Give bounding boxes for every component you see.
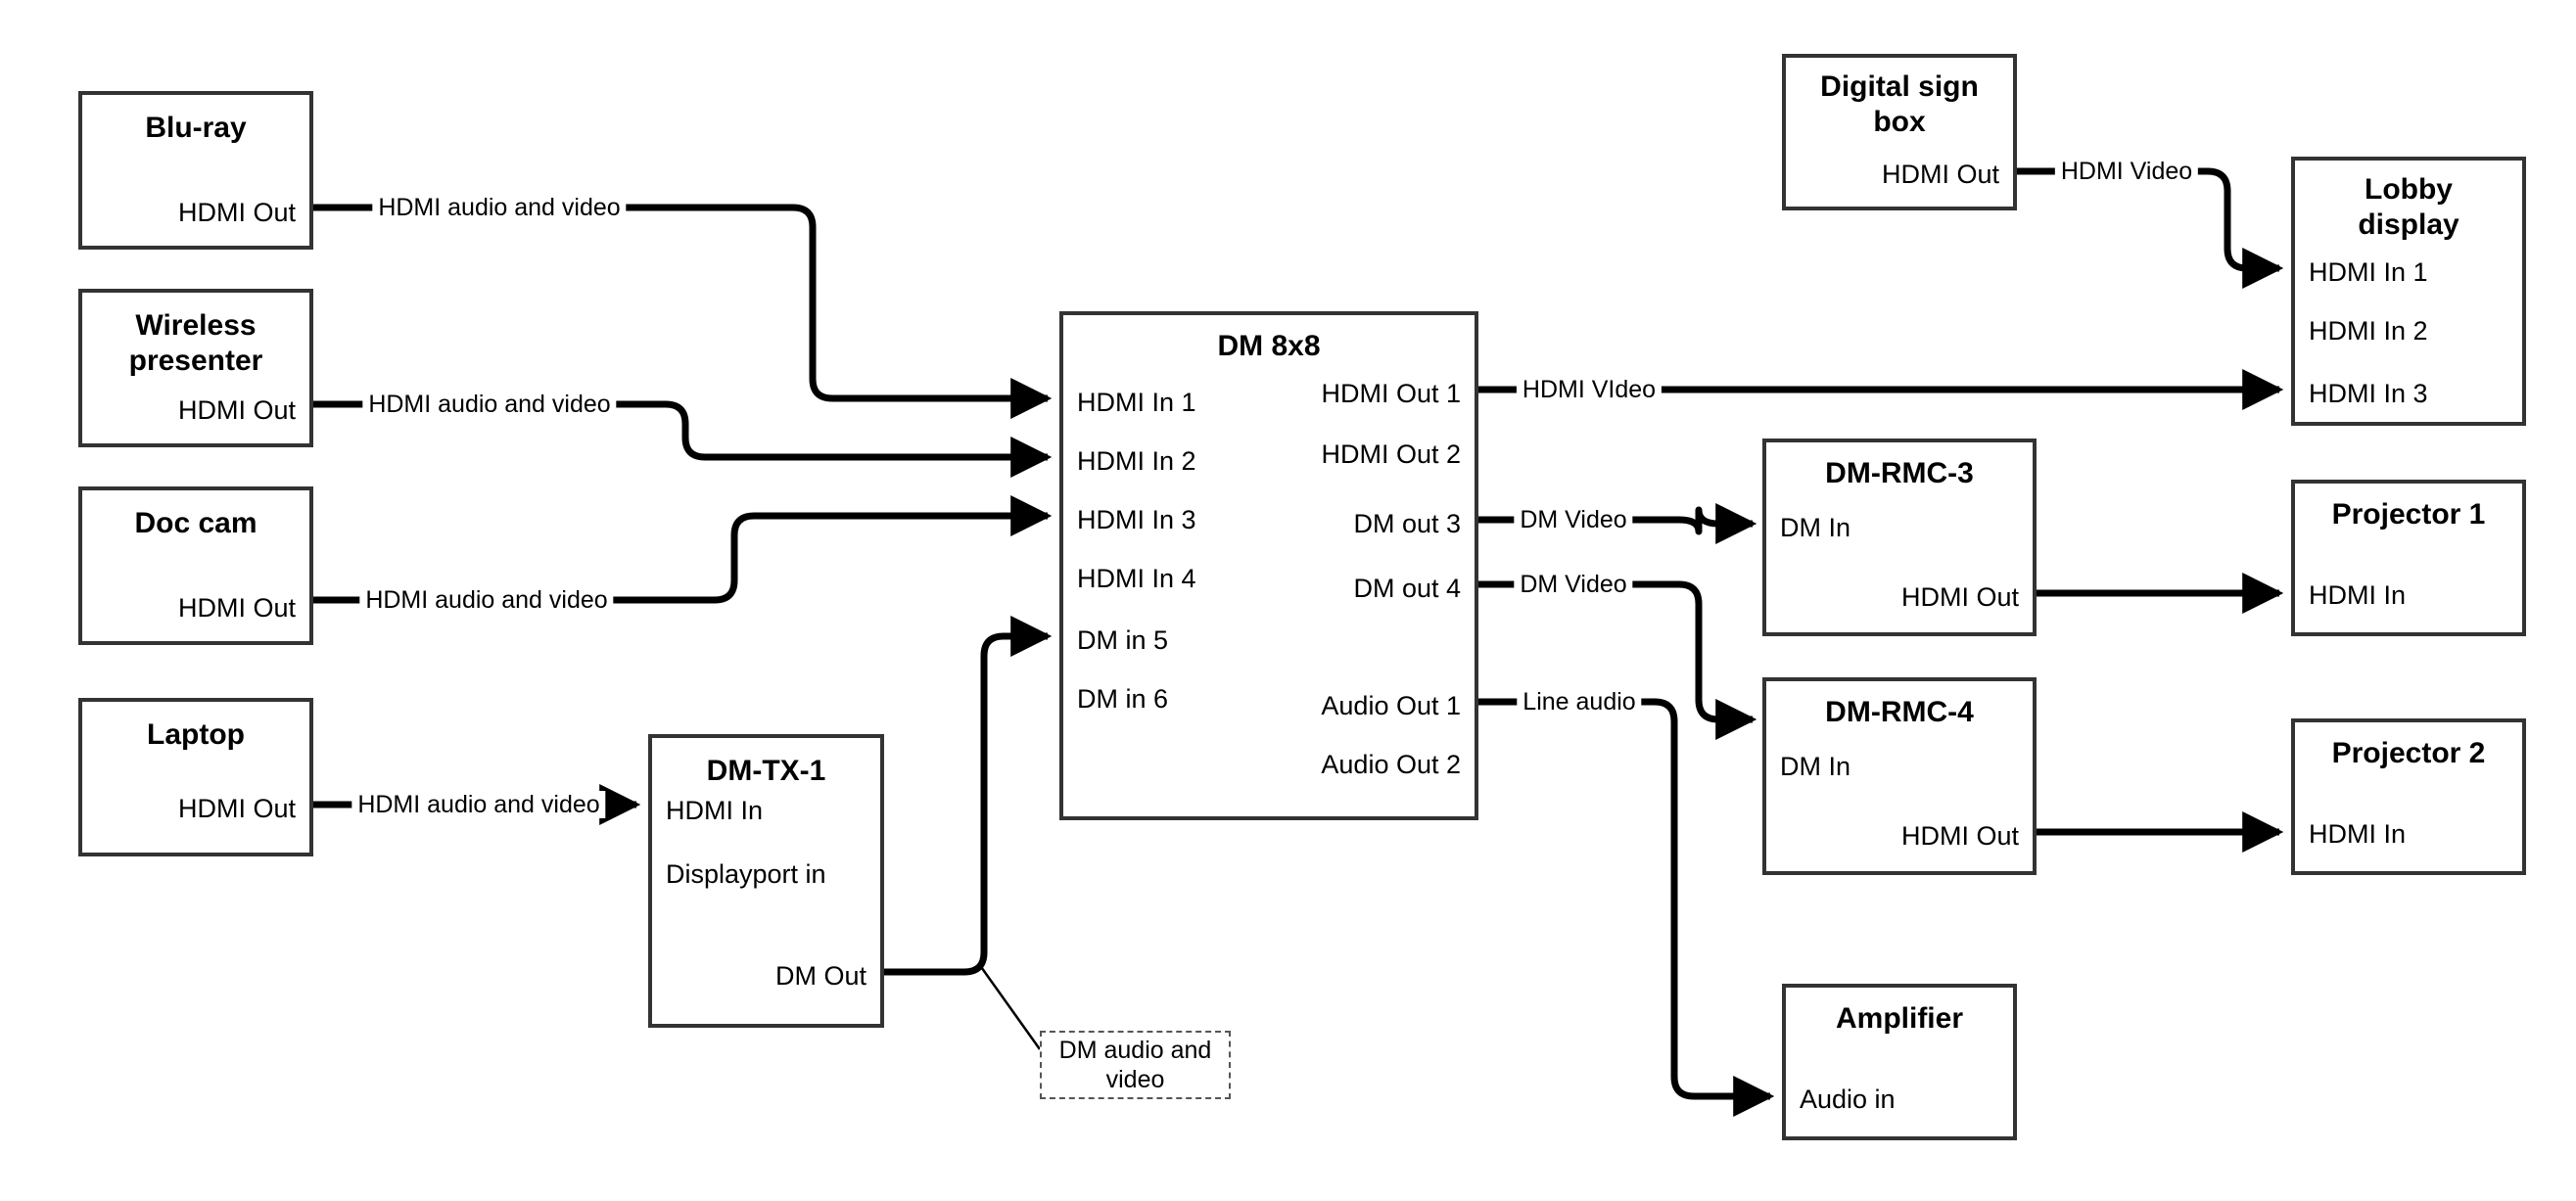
edge-label-wireless-to-dm: HDMI audio and video [362, 391, 617, 418]
node-dm-rmc-3-title: DM-RMC-3 [1825, 457, 1974, 489]
node-amplifier[interactable]: Amplifier Audio in [1782, 984, 2017, 1140]
callout-dm-audio-and-video: DM audio and video [1040, 1031, 1231, 1099]
node-dm-8x8-port-audio-out-2: Audio Out 2 [1321, 750, 1461, 779]
node-doc-cam[interactable]: Doc cam HDMI Out [78, 486, 313, 645]
node-dm-8x8-port-hdmi-in-4: HDMI In 4 [1077, 564, 1196, 593]
edge-label-dm-out1-to-lobby: HDMI VIdeo [1516, 376, 1663, 403]
node-dm-rmc-4-port-dm-in: DM In [1780, 752, 1851, 781]
node-dm-rmc-4-port-hdmi-out: HDMI Out [1900, 821, 2019, 851]
callout-leader-line [977, 963, 1042, 1050]
node-doc-cam-title: Doc cam [134, 507, 258, 539]
wire-dm-audioout1-to-amp [1478, 698, 1775, 1117]
wire-dm-out4-to-rmc4 [1478, 580, 1757, 740]
node-dm-8x8-port-hdmi-in-2: HDMI In 2 [1077, 446, 1196, 476]
node-laptop-title: Laptop [147, 718, 245, 751]
wire-bluray-to-dm-in1 [313, 204, 1053, 419]
node-amplifier-title: Amplifier [1835, 1002, 1964, 1035]
edge-label-laptop-to-dmtx1: HDMI audio and video [351, 791, 606, 818]
node-projector-2[interactable]: Projector 2 HDMI In [2291, 718, 2526, 875]
node-digital-sign-box[interactable]: Digital sign box HDMI Out [1782, 54, 2017, 210]
node-projector-2-title: Projector 2 [2331, 737, 2486, 769]
node-wireless-presenter-title: Wireless presenter [128, 309, 263, 377]
node-dm-rmc-4[interactable]: DM-RMC-4 DM In HDMI Out [1762, 677, 2037, 875]
node-dm-8x8[interactable]: DM 8x8 HDMI In 1 HDMI In 2 HDMI In 3 HDM… [1059, 311, 1478, 820]
node-dm-8x8-port-dm-in-5: DM in 5 [1077, 625, 1169, 655]
node-bluray-title: Blu-ray [145, 112, 247, 144]
edge-label-sign-to-lobby: HDMI Video [2054, 158, 2199, 185]
node-bluray-port-hdmi-out: HDMI Out [177, 198, 296, 227]
node-dm-rmc-3-port-dm-in: DM In [1780, 513, 1851, 542]
node-dm-8x8-port-hdmi-in-1: HDMI In 1 [1077, 388, 1196, 417]
node-lobby-display-port-hdmi-in-2: HDMI In 2 [2309, 316, 2428, 346]
node-projector-1-title: Projector 1 [2331, 498, 2486, 531]
node-dm-8x8-port-hdmi-in-3: HDMI In 3 [1077, 505, 1196, 534]
edge-label-dm-out4-to-rmc4: DM Video [1514, 571, 1633, 598]
node-dm-8x8-port-hdmi-out-2: HDMI Out 2 [1321, 439, 1461, 469]
edge-label-dm-out3-to-rmc3: DM Video [1514, 506, 1633, 533]
node-wireless-presenter[interactable]: Wireless presenter HDMI Out [78, 289, 313, 447]
node-wireless-presenter-port-hdmi-out: HDMI Out [177, 395, 296, 425]
node-dm-tx-1-port-hdmi-in: HDMI In [666, 796, 764, 825]
node-digital-sign-box-title: Digital sign box [1820, 70, 1979, 138]
edge-label-bluray-to-dm: HDMI audio and video [372, 194, 627, 221]
edge-label-doccam-to-dm: HDMI audio and video [359, 586, 614, 614]
node-dm-8x8-title: DM 8x8 [1217, 330, 1321, 362]
node-dm-8x8-port-hdmi-out-1: HDMI Out 1 [1321, 379, 1461, 408]
node-dm-tx-1[interactable]: DM-TX-1 HDMI In Displayport in DM Out [648, 734, 884, 1028]
wire-doccam-to-dm-in3 [313, 495, 1053, 604]
wire-wireless-to-dm-in2 [313, 400, 1053, 478]
node-dm-tx-1-title: DM-TX-1 [706, 755, 826, 787]
node-dm-rmc-3-port-hdmi-out: HDMI Out [1900, 582, 2019, 612]
node-dm-8x8-port-audio-out-1: Audio Out 1 [1321, 691, 1461, 720]
node-dm-tx-1-port-displayport-in: Displayport in [666, 859, 826, 889]
node-lobby-display[interactable]: Lobby display HDMI In 1 HDMI In 2 HDMI I… [2291, 157, 2526, 426]
node-dm-8x8-port-dm-out-3: DM out 3 [1353, 509, 1461, 538]
node-lobby-display-port-hdmi-in-3: HDMI In 3 [2309, 379, 2428, 408]
edge-label-dm-audioout1-to-amp: Line audio [1517, 688, 1642, 716]
wire-sign-to-lobby-in1 [2017, 167, 2284, 289]
node-dm-8x8-port-dm-in-6: DM in 6 [1077, 684, 1169, 714]
node-laptop-port-hdmi-out: HDMI Out [177, 794, 296, 823]
node-dm-8x8-port-dm-out-4: DM out 4 [1353, 574, 1461, 603]
node-projector-1-port-hdmi-in: HDMI In [2309, 580, 2407, 610]
wire-dmtx1-to-dm-in5 [884, 616, 1053, 976]
node-dm-rmc-3[interactable]: DM-RMC-3 DM In HDMI Out [1762, 439, 2037, 636]
node-digital-sign-box-port-hdmi-out: HDMI Out [1881, 160, 1999, 189]
node-projector-2-port-hdmi-in: HDMI In [2309, 819, 2407, 849]
node-lobby-display-title: Lobby display [2358, 173, 2459, 241]
node-lobby-display-port-hdmi-in-1: HDMI In 1 [2309, 257, 2428, 287]
node-projector-1[interactable]: Projector 1 HDMI In [2291, 480, 2526, 636]
node-bluray[interactable]: Blu-ray HDMI Out [78, 91, 313, 250]
node-dm-rmc-4-title: DM-RMC-4 [1825, 696, 1974, 728]
node-laptop[interactable]: Laptop HDMI Out [78, 698, 313, 856]
node-amplifier-port-audio-in: Audio in [1800, 1085, 1896, 1114]
wire-dm-out3-to-rmc3 [1478, 503, 1757, 544]
node-dm-tx-1-port-dm-out: DM Out [774, 961, 866, 991]
node-doc-cam-port-hdmi-out: HDMI Out [177, 593, 296, 623]
